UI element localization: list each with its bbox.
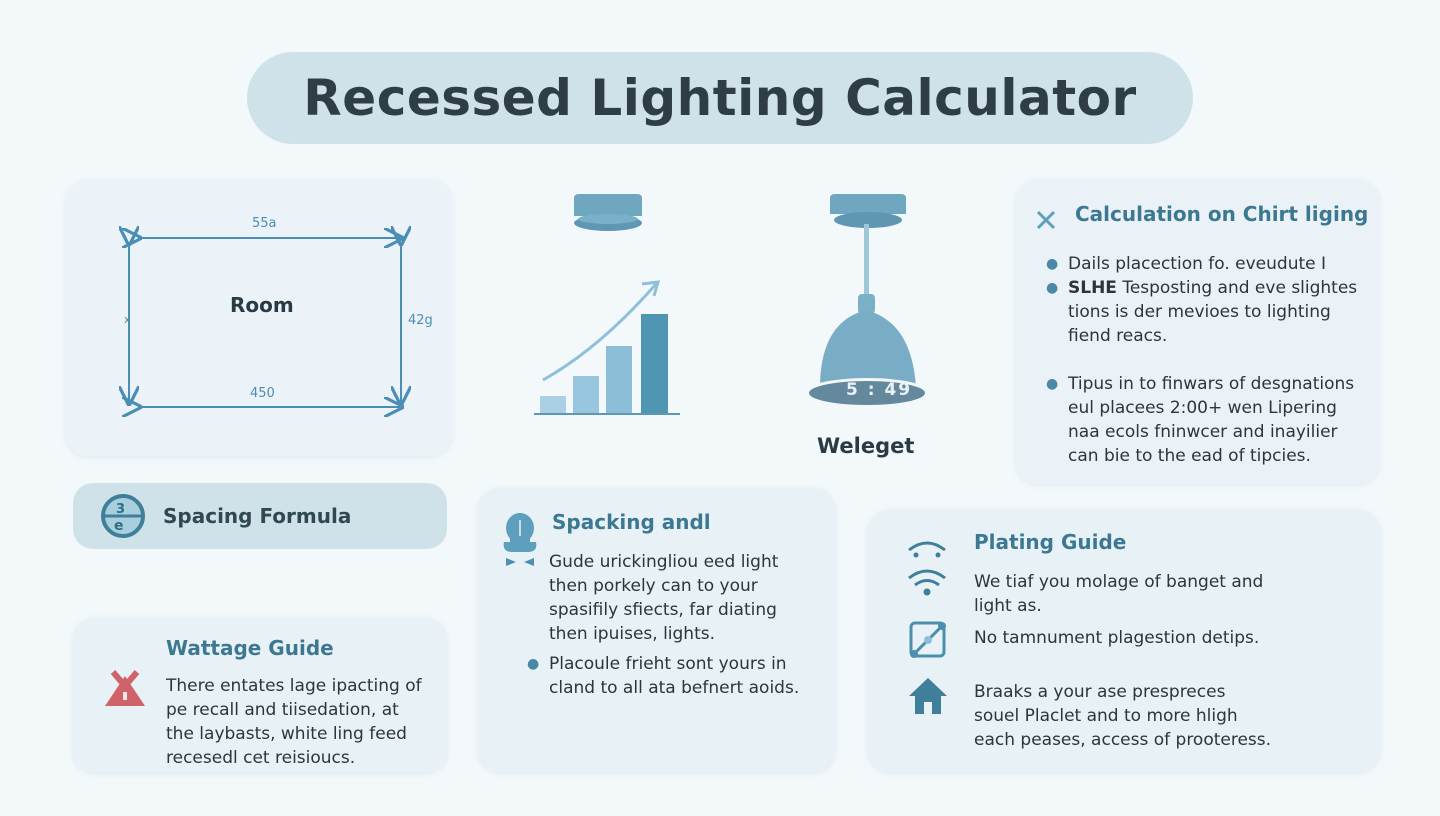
dimension-bottom: 450 [250, 386, 275, 401]
pendant-lamp-icon [805, 194, 929, 406]
dimension-top: 55a [252, 216, 277, 231]
plating-item-text: No tamnument plagestion detips. [974, 628, 1260, 648]
spacing-card-paragraph: Gude urickingliou eed light then porkely… [549, 552, 779, 644]
pendant-light-label: Weleget [817, 434, 915, 458]
spacing-card-title: Spacking andl [552, 510, 711, 534]
warning-x-icon [105, 670, 145, 706]
dimension-left: x [124, 313, 131, 326]
calculation-bullet: ● SLHE Tesposting and eve slightes tions… [1046, 278, 1358, 346]
svg-text:3: 3 [116, 502, 125, 517]
plating-guide-card: Plating Guide We tiaf you molage of bang… [868, 510, 1380, 772]
room-dimension-arrows-icon [66, 180, 452, 456]
calculation-card-title: Calculation on Chirt liging [1075, 202, 1369, 226]
calculation-bullet: ●Dails placection fo. eveudute I [1046, 254, 1327, 274]
calculation-card: Calculation on Chirt liging ●Dails place… [1016, 180, 1380, 484]
spacing-formula-button[interactable]: 3 e Spacing Formula [73, 483, 447, 549]
page-title: Recessed Lighting Calculator [303, 69, 1137, 127]
wattage-guide-title: Wattage Guide [166, 636, 334, 660]
home-icon [909, 678, 947, 714]
wattage-guide-card: Wattage Guide There entates lage ipactin… [73, 618, 447, 773]
calculation-bullet: ●Tipus in to finwars of desgnations eul … [1046, 374, 1355, 466]
room-label: Room [230, 293, 294, 317]
formula-icon: 3 e [101, 494, 145, 538]
spacing-card-bullet: ●Placoule frieht sont yours in cland to … [527, 654, 800, 698]
diagonal-arrow-box-icon [909, 621, 946, 658]
dimension-right: 42g [408, 313, 433, 328]
recessed-light-fixture-icon [574, 194, 642, 231]
close-x-icon[interactable] [1036, 210, 1056, 230]
title-banner: Recessed Lighting Calculator [247, 52, 1193, 144]
wifi-signal-icon [908, 541, 946, 596]
plating-item-text: We tiaf you molage of banget and light a… [974, 572, 1264, 616]
plating-item-text: Braaks a your ase prespreces souel Placl… [974, 682, 1272, 750]
wattage-guide-text: There entates lage ipacting of pe recall… [166, 676, 422, 768]
bar-chart-growth-icon [534, 280, 680, 415]
plating-guide-title: Plating Guide [974, 530, 1127, 554]
lamp-display-text: 5 : 49 [846, 380, 913, 400]
room-diagram-card: Room 55a 42g 450 x [66, 180, 452, 456]
lightbulb-chair-icon [503, 513, 537, 566]
spacing-formula-label: Spacing Formula [163, 504, 352, 528]
svg-text:e: e [114, 518, 124, 534]
spacing-card: Spacking andl Gude urickingliou eed ligh… [478, 488, 835, 772]
